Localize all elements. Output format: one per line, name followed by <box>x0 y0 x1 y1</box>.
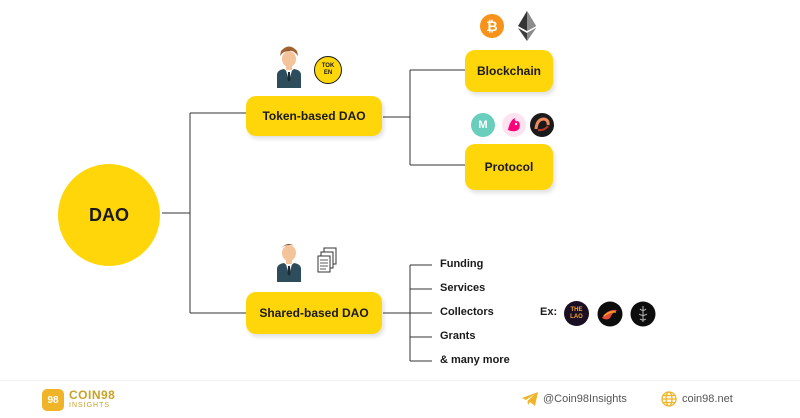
coin98-logo-mark: 98 <box>47 394 59 406</box>
coin98-logo-icon: 98 <box>42 389 64 411</box>
the-lao-badge: THE LAO <box>564 301 589 326</box>
documents-icon <box>317 247 337 273</box>
blockchain-label: Blockchain <box>476 64 542 78</box>
flamingo-badge-icon <box>597 301 623 327</box>
pleasrdao-badge-icon <box>630 301 656 327</box>
token-based-dao-node: Token-based DAO <box>246 96 382 136</box>
examples-label: Ex: <box>540 306 558 318</box>
leaf-funding: Funding <box>440 258 484 270</box>
telegram-icon <box>522 392 538 406</box>
uniswap-icon <box>502 113 526 137</box>
telegram-handle[interactable]: @Coin98Insights <box>543 393 627 405</box>
root-node-dao: DAO <box>58 164 160 266</box>
aave-icon <box>530 113 554 137</box>
token-based-dao-label: Token-based DAO <box>262 109 366 123</box>
blockchain-node: Blockchain <box>465 50 553 92</box>
maker-icon: M <box>471 113 495 137</box>
ethereum-icon <box>518 11 536 41</box>
website-link[interactable]: coin98.net <box>682 393 733 405</box>
person-icon <box>277 46 301 88</box>
leaf-collectors: Collectors <box>440 306 494 318</box>
token-coin-text: TOK EN <box>321 63 335 76</box>
root-label: DAO <box>89 204 129 225</box>
the-lao-badge-text: THE LAO <box>570 306 583 320</box>
shared-based-dao-node: Shared-based DAO <box>246 292 382 334</box>
token-coin-icon: TOK EN <box>314 56 342 84</box>
protocol-label: Protocol <box>484 160 534 174</box>
person-icon <box>277 244 301 282</box>
leaf-many-more: & many more <box>440 354 510 366</box>
protocol-node: Protocol <box>465 144 553 190</box>
shared-based-dao-label: Shared-based DAO <box>259 306 369 320</box>
leaf-services: Services <box>440 282 486 294</box>
brand-name: COIN98 <box>69 388 116 402</box>
globe-icon <box>661 391 677 407</box>
brand-sub: INSIGHTS <box>69 402 111 409</box>
leaf-grants: Grants <box>440 330 476 342</box>
bitcoin-icon: ₿ <box>480 14 504 38</box>
footer-divider <box>0 380 800 381</box>
